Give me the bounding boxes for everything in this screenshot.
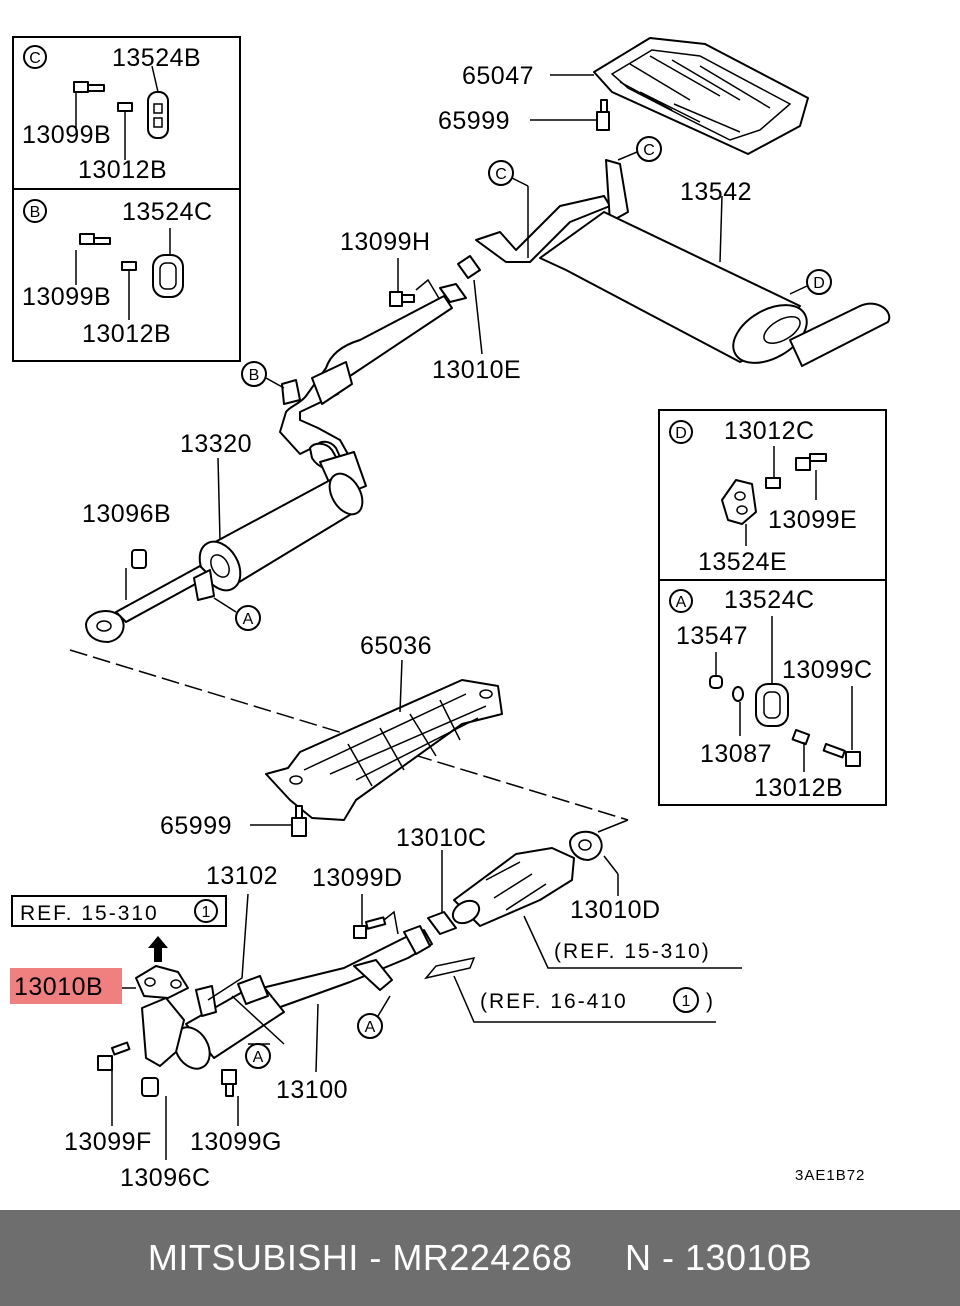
inset-b-part-13012B[interactable]: 13012B xyxy=(82,320,171,348)
inset-a-part-13099C[interactable]: 13099C xyxy=(782,656,873,684)
arrow-up-icon xyxy=(148,936,168,962)
inset-d-part-13099E[interactable]: 13099E xyxy=(768,506,857,534)
ref-16-410-circle: 1 xyxy=(682,993,691,1010)
inset-b-part-13524C[interactable]: 13524C xyxy=(122,198,213,226)
part-65047[interactable]: 65047 xyxy=(462,62,534,90)
rear-muffler xyxy=(475,159,891,367)
part-13099D[interactable]: 13099D xyxy=(312,864,403,892)
callout-a-left: A xyxy=(253,1049,264,1066)
bolt-icon xyxy=(389,291,415,307)
part-13099F[interactable]: 13099F xyxy=(64,1128,152,1156)
bolt-icon xyxy=(596,99,610,131)
ref-15-310-cat[interactable]: (REF. 15-310) xyxy=(554,940,711,963)
part-13102[interactable]: 13102 xyxy=(206,862,278,890)
nut-icon xyxy=(131,549,147,569)
gasket-icon xyxy=(569,830,603,861)
part-13096B[interactable]: 13096B xyxy=(82,500,171,528)
part-13542[interactable]: 13542 xyxy=(680,178,752,206)
catalytic-converter xyxy=(451,847,575,927)
inset-a-part-13524C[interactable]: 13524C xyxy=(724,586,815,614)
callout-a-right: A xyxy=(365,1019,376,1036)
rubber-hanger-icon xyxy=(147,91,169,139)
part-13099H[interactable]: 13099H xyxy=(340,228,431,256)
rubber-ring-icon xyxy=(755,683,789,727)
inset-d-part-13524E[interactable]: 13524E xyxy=(698,548,787,576)
bolt-icon xyxy=(221,1069,237,1097)
inset-a-part-13087[interactable]: 13087 xyxy=(700,740,772,768)
heat-shield-center xyxy=(265,679,503,821)
part-13096C[interactable]: 13096C xyxy=(120,1164,211,1192)
bolt-icon xyxy=(822,743,861,767)
gasket-icon xyxy=(457,255,481,279)
inset-c-marker: C xyxy=(29,50,41,67)
inset-d: D 13012C 13099E 13524E xyxy=(658,409,887,581)
callout-c-left: C xyxy=(495,166,507,183)
inset-b: B 13524C 13099B 13012B xyxy=(12,188,241,362)
bolt-icon xyxy=(291,805,307,837)
gasket-icon xyxy=(135,965,189,999)
part-13320[interactable]: 13320 xyxy=(180,430,252,458)
resonator-icon xyxy=(311,361,353,405)
nut-icon xyxy=(141,1077,159,1097)
ref-16-410[interactable]: (REF. 16-410 xyxy=(480,990,628,1013)
part-13010E[interactable]: 13010E xyxy=(432,356,521,384)
inset-c-part-13099B[interactable]: 13099B xyxy=(22,121,111,149)
part-13100[interactable]: 13100 xyxy=(276,1076,348,1104)
part-13010C[interactable]: 13010C xyxy=(396,824,487,852)
bolt-icon xyxy=(73,81,105,128)
part-13010B[interactable]: 13010B xyxy=(14,973,103,1001)
inset-b-marker: B xyxy=(30,204,41,221)
ref-16-410-close: ) xyxy=(706,990,715,1013)
front-pipe xyxy=(141,925,433,1070)
ref-15-310-circle: 1 xyxy=(202,904,211,921)
bolt-icon xyxy=(795,453,827,471)
center-pipe xyxy=(279,283,467,499)
gasket-icon xyxy=(427,911,457,935)
callout-b: B xyxy=(249,367,260,384)
rubber-ring-icon xyxy=(152,254,184,298)
callout-a-front: A xyxy=(243,611,254,628)
inset-c: C 13524B 13099B 13012B xyxy=(12,36,241,190)
pin-icon xyxy=(791,729,811,746)
bolt-icon xyxy=(353,916,387,939)
pin-icon xyxy=(117,102,133,112)
inset-a: A 13524C 13547 13099C 13087 13012B xyxy=(658,579,887,806)
diagram-code: 3AE1B72 xyxy=(795,1167,865,1184)
highlight-box xyxy=(10,968,122,1004)
exhaust-parts-diagram: C 13524B 13099B 13012B B 13524C 13099B 1… xyxy=(10,36,891,1192)
inset-a-part-13547[interactable]: 13547 xyxy=(676,622,748,650)
callout-c-right: C xyxy=(643,142,655,159)
rubber-hanger-icon xyxy=(721,479,757,525)
bolt-icon xyxy=(75,233,111,285)
ref-15-310-box[interactable]: REF. 15-310 xyxy=(20,902,159,925)
inset-c-part-13524B[interactable]: 13524B xyxy=(112,44,201,72)
part-65999-mid[interactable]: 65999 xyxy=(160,812,232,840)
heat-shield-rear xyxy=(593,37,809,155)
part-65036[interactable]: 65036 xyxy=(360,632,432,660)
inset-a-marker: A xyxy=(676,594,687,611)
footer-text: MITSUBISHI - MR224268 N - 13010B xyxy=(147,1237,813,1278)
inset-a-part-13012B[interactable]: 13012B xyxy=(754,774,843,802)
footer-bar: MITSUBISHI - MR224268 N - 13010B xyxy=(0,1210,960,1306)
washer-icon xyxy=(732,686,744,702)
front-muffler xyxy=(85,472,364,643)
pin-icon xyxy=(121,261,137,271)
inset-d-marker: D xyxy=(675,425,687,442)
nut-icon xyxy=(709,675,723,689)
inset-c-part-13012B[interactable]: 13012B xyxy=(78,156,167,184)
bolt-icon xyxy=(97,1041,131,1071)
inset-b-part-13099B[interactable]: 13099B xyxy=(22,283,111,311)
flange-icon xyxy=(85,609,125,643)
part-13099G[interactable]: 13099G xyxy=(190,1128,282,1156)
part-65999-top[interactable]: 65999 xyxy=(438,107,510,135)
pin-icon xyxy=(765,477,781,489)
inset-d-part-13012C[interactable]: 13012C xyxy=(724,417,815,445)
part-13010D[interactable]: 13010D xyxy=(570,896,661,924)
callout-d: D xyxy=(813,275,825,292)
